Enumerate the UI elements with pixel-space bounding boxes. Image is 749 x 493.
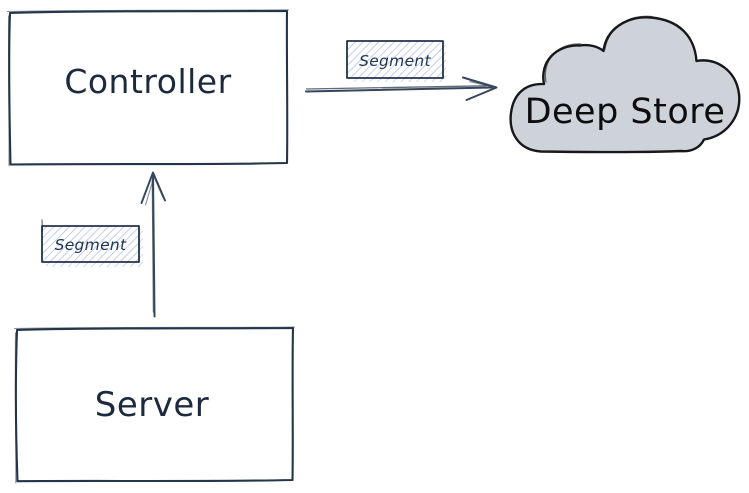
edge-label-text: Segment (55, 236, 127, 254)
controller-box-sketch-pass (6, 9, 290, 167)
deep-store-label: Deep Store (525, 92, 726, 132)
edge-label-segment-top: Segment (346, 40, 446, 82)
arrow-line-sketch-pass (151, 179, 154, 313)
server-label: Server (95, 385, 210, 425)
node-controller: Controller (6, 9, 290, 167)
arrow-controller-to-deep-store (305, 76, 498, 101)
cloud-shape (509, 16, 741, 154)
controller-label: Controller (64, 62, 231, 101)
edge-label-segment-left: Segment (41, 219, 143, 267)
edge-label-corner-tick (41, 219, 44, 232)
arrow-line (305, 86, 493, 93)
controller-box (8, 9, 289, 166)
arrow-server-to-controller (140, 171, 166, 318)
server-box-sketch-pass (13, 326, 296, 484)
arrow-line-sketch-pass (305, 85, 487, 90)
arrow-head-sketch-pass (144, 175, 165, 206)
edge-label-box (41, 225, 140, 263)
cloud-sketch-pass (544, 15, 653, 83)
arrow-head (462, 76, 498, 101)
edge-label-box (346, 40, 444, 79)
arrow-head (140, 171, 166, 204)
node-deep-store: Deep Store (509, 15, 741, 154)
edge-label-text: Segment (359, 52, 431, 70)
arrow-head-sketch-pass (469, 80, 495, 88)
node-server: Server (13, 326, 296, 484)
arrow-line (152, 173, 156, 318)
server-box (14, 326, 295, 483)
